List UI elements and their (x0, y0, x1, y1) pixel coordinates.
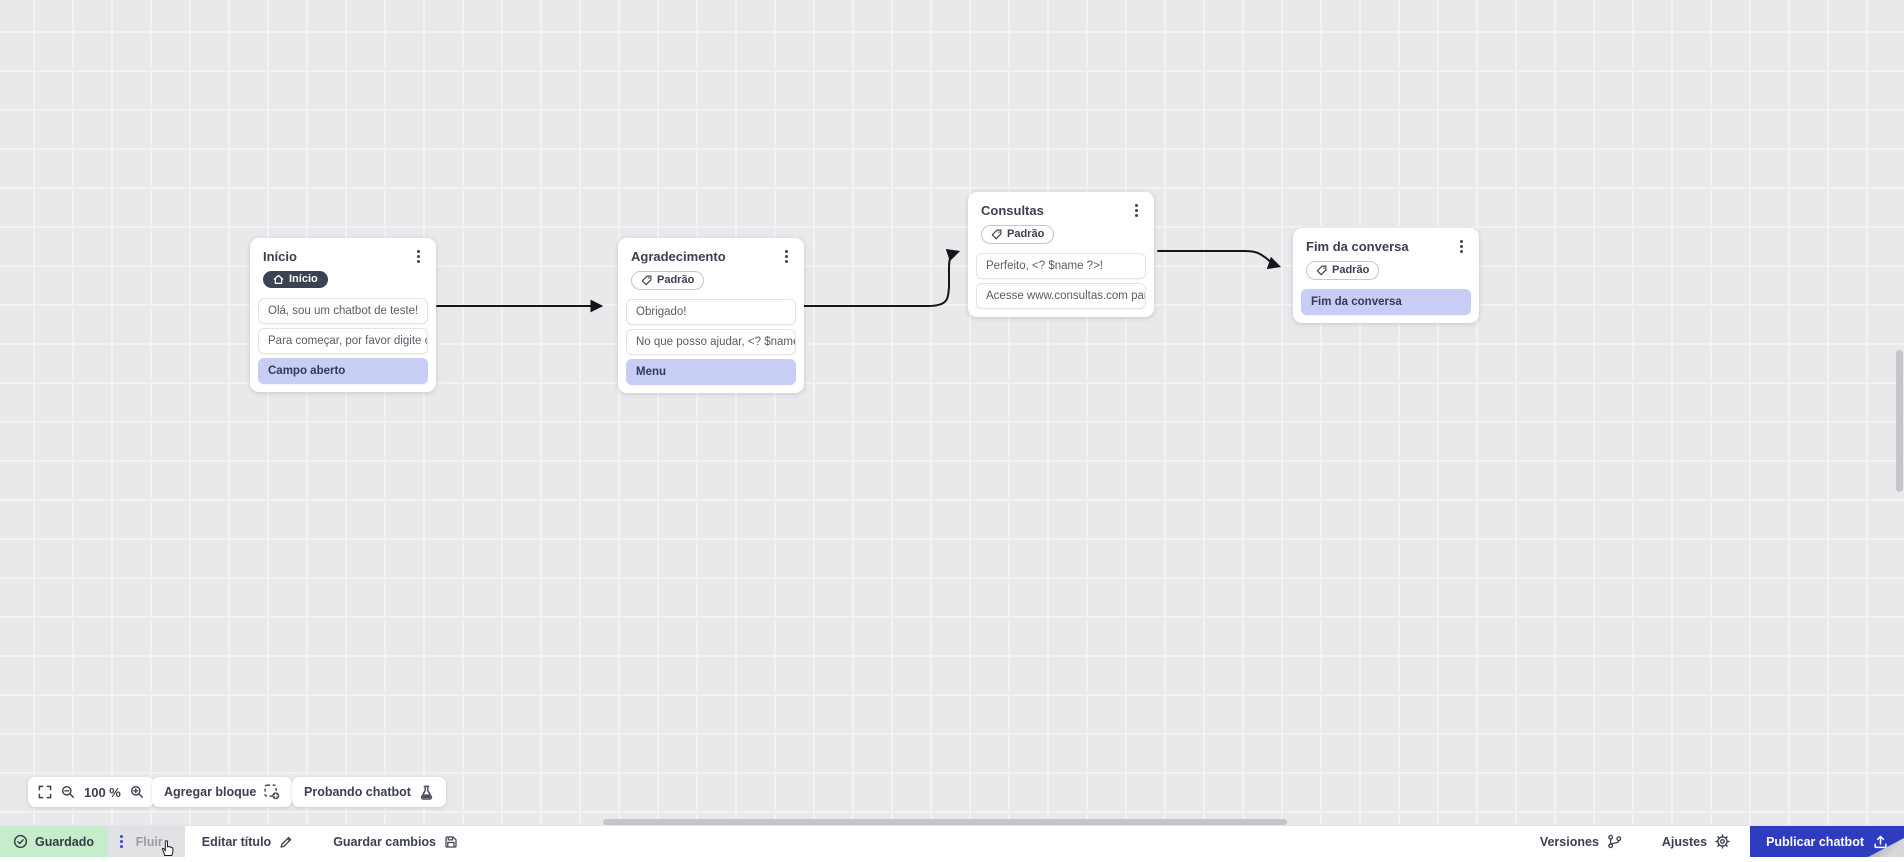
check-circle-icon (13, 834, 28, 849)
node-menu-button[interactable] (1132, 202, 1141, 219)
input-item[interactable]: Menu (626, 359, 796, 385)
message-item[interactable]: Olá, sou um chatbot de teste! (258, 298, 428, 324)
edit-title-button[interactable]: Editar título (185, 826, 313, 857)
vertical-scrollbar[interactable] (1896, 350, 1903, 492)
connection-arrow (803, 248, 961, 307)
drag-grip-icon[interactable] (120, 835, 123, 848)
input-item[interactable]: Campo aberto (258, 358, 428, 384)
node-type-label: Padrão (657, 274, 695, 286)
node-title: Início (263, 249, 297, 264)
upload-icon (1873, 834, 1888, 849)
node-type-badge: Padrão (981, 225, 1055, 244)
node-type-label: Padrão (1007, 228, 1045, 240)
node-agradecimento[interactable]: Agradecimento Padrão Obrigado! No que po… (618, 238, 804, 393)
add-block-label: Agregar bloque (164, 785, 257, 799)
horizontal-scrollbar[interactable] (603, 819, 1287, 825)
connection-arrow (1157, 250, 1282, 270)
node-header: Agradecimento (626, 247, 796, 265)
message-item[interactable]: Acesse www.consultas.com par... (976, 283, 1146, 309)
status-badge: Guardado (0, 826, 109, 857)
message-item[interactable]: Perfeito, <? $name ?>! (976, 253, 1146, 279)
node-type-badge: Padrão (631, 271, 705, 290)
node-header: Início (258, 247, 428, 265)
message-item[interactable]: Para começar, por favor digite o ... (258, 328, 428, 354)
versions-button[interactable]: Versiones (1520, 826, 1642, 857)
add-block-button[interactable]: Agregar bloque (152, 777, 293, 807)
node-menu-button[interactable] (1457, 238, 1466, 255)
node-title: Consultas (981, 203, 1044, 218)
publish-chatbot-button[interactable]: Publicar chatbot (1750, 826, 1904, 857)
node-title: Agradecimento (631, 249, 726, 264)
end-item[interactable]: Fim da conversa (1301, 289, 1471, 315)
node-inicio[interactable]: Início Início Olá, sou um chatbot de tes… (250, 238, 436, 392)
test-chatbot-label: Probando chatbot (304, 785, 411, 799)
save-changes-label: Guardar cambios (333, 834, 437, 849)
zoom-in-icon[interactable] (130, 785, 144, 799)
flask-icon (419, 785, 434, 800)
tag-icon (1316, 265, 1327, 276)
fullscreen-icon[interactable] (38, 785, 52, 799)
footer-spacer (478, 826, 1520, 857)
zoom-level-value: 100 % (84, 784, 121, 800)
save-changes-button[interactable]: Guardar cambios (313, 826, 478, 857)
footer-bar: Guardado Fluir Editar título Guardar cam… (0, 825, 1904, 857)
add-block-icon (264, 784, 280, 800)
versions-label: Versiones (1539, 834, 1599, 849)
test-chatbot-button[interactable]: Probando chatbot (292, 777, 446, 807)
node-title: Fim da conversa (1306, 239, 1409, 254)
settings-label: Ajustes (1661, 834, 1708, 849)
node-consultas[interactable]: Consultas Padrão Perfeito, <? $name ?>! … (968, 192, 1154, 317)
node-fim-da-conversa[interactable]: Fim da conversa Padrão Fim da conversa (1293, 228, 1479, 323)
gear-icon (1715, 834, 1730, 849)
canvas-zoom-toolbar: 100 % (28, 777, 154, 807)
branch-icon (1607, 834, 1622, 849)
tab-fluir[interactable]: Fluir (108, 826, 185, 857)
publish-chatbot-label: Publicar chatbot (1766, 834, 1864, 849)
node-type-label: Padrão (1332, 264, 1370, 276)
settings-button[interactable]: Ajustes (1642, 826, 1750, 857)
node-header: Fim da conversa (1301, 237, 1471, 255)
node-type-label: Início (289, 273, 318, 285)
tag-icon (991, 229, 1002, 240)
message-item[interactable]: No que posso ajudar, <? $name ... (626, 329, 796, 355)
save-icon (444, 835, 458, 849)
node-menu-button[interactable] (782, 248, 791, 265)
pencil-icon (279, 835, 293, 849)
message-item[interactable]: Obrigado! (626, 299, 796, 325)
node-header: Consultas (976, 201, 1146, 219)
tag-icon (641, 275, 652, 286)
node-type-badge: Padrão (1306, 261, 1380, 280)
status-label: Guardado (35, 834, 95, 849)
tab-fluir-label: Fluir (135, 834, 163, 849)
home-icon (273, 274, 284, 285)
node-menu-button[interactable] (414, 248, 423, 265)
edit-title-label: Editar título (201, 834, 272, 849)
node-type-badge: Início (263, 271, 328, 288)
zoom-out-icon[interactable] (61, 785, 75, 799)
